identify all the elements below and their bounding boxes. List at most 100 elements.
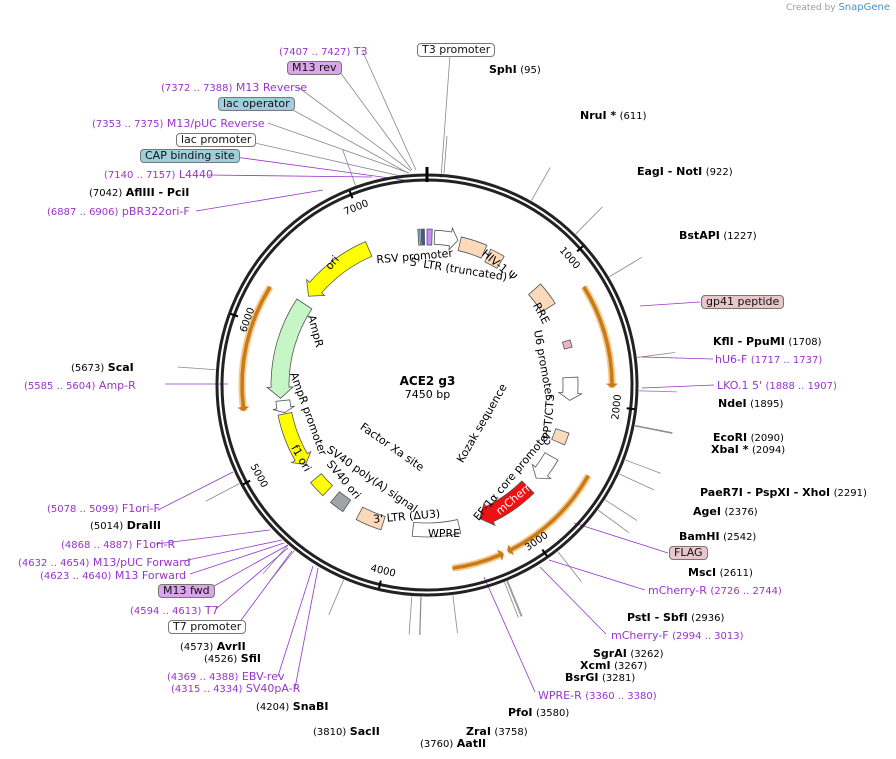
primer-name: Amp-R (98, 379, 136, 392)
enzyme-position: (3760) (420, 739, 454, 750)
enzyme-label[interactable]: (4204) SnaBI (256, 700, 328, 714)
tag-leader (155, 529, 271, 545)
enzyme-position: (3758) (494, 727, 528, 738)
primer-label[interactable]: hU6-F (1717 .. 1737) (715, 353, 822, 367)
enzyme-label[interactable]: MscI (2611) (688, 566, 753, 580)
label-cppt: cPPT/CTS (540, 394, 557, 446)
enzyme-label[interactable]: (3760) AatII (420, 737, 486, 751)
enzyme-name: PaeR7I - PspXI - XhoI (700, 486, 831, 499)
enzyme-label[interactable]: ZraI (3758) (466, 725, 528, 739)
enzyme-label[interactable]: BsrGI (3281) (565, 671, 635, 685)
enzyme-leader (635, 425, 673, 434)
enzyme-name: BstAPI (679, 229, 720, 242)
enzyme-label[interactable]: NdeI (1895) (718, 397, 783, 411)
primer-label[interactable]: (6887 .. 6906) pBR322ori-F (47, 205, 190, 219)
tag-leader (206, 544, 289, 591)
enzyme-label[interactable]: BstAPI (1227) (679, 229, 757, 243)
leader-lines (155, 49, 715, 693)
tag-leader (361, 49, 417, 171)
feature-tag[interactable]: FLAG (669, 546, 708, 560)
tick-2000 (626, 407, 635, 411)
primer-name: F1ori-F (121, 502, 160, 515)
tag-leader (548, 559, 646, 591)
enzyme-label[interactable]: NruI * (611) (580, 109, 647, 123)
enzyme-label[interactable]: PstI - SbfI (2936) (627, 611, 724, 625)
orf-arrow (237, 285, 272, 412)
tag-leader (641, 356, 714, 360)
enzyme-label[interactable]: (4573) AvrII (180, 640, 246, 654)
enzyme-label[interactable]: SphI (95) (489, 63, 541, 77)
enzyme-position: (1895) (750, 399, 784, 410)
enzyme-name: NruI * (580, 109, 617, 122)
enzyme-position: (3580) (536, 708, 570, 719)
primer-label[interactable]: (5585 .. 5604) Amp-R (24, 379, 136, 393)
ltr5-box (457, 236, 488, 259)
enzyme-position: (3262) (630, 649, 664, 660)
hiv-psi-box (484, 248, 505, 269)
primer-position: (4369 .. 4388) (167, 672, 239, 683)
primer-label[interactable]: (7353 .. 7375) M13/pUC Reverse (92, 117, 265, 131)
primer-position: (7372 .. 7388) (161, 83, 233, 94)
sv40-polya-box (329, 491, 352, 513)
label-ampr: AmpR (305, 314, 326, 349)
enzyme-leader (328, 579, 345, 616)
enzyme-name: AgeI (693, 505, 721, 518)
feature-tag[interactable]: M13 fwd (158, 584, 215, 598)
primer-name: M13/pUC Forward (92, 556, 191, 569)
enzyme-label[interactable]: PfoI (3580) (508, 706, 569, 720)
tag-leader (277, 565, 314, 677)
primer-label[interactable]: mCherry-F (2994 .. 3013) (611, 629, 744, 643)
primer-label[interactable]: (4623 .. 4640) M13 Forward (40, 569, 186, 583)
enzyme-label[interactable]: XcmI (3267) (580, 659, 647, 673)
enzyme-label[interactable]: (7042) AflIII - PciI (89, 186, 189, 200)
enzyme-position: (3281) (601, 673, 636, 684)
primer-label[interactable]: (5078 .. 5099) F1ori-F (47, 502, 160, 516)
watermark-prefix: Created by (786, 3, 836, 13)
primer-label[interactable]: (7372 .. 7388) M13 Reverse (161, 81, 307, 95)
feature-tag[interactable]: gp41 peptide (701, 295, 785, 309)
enzyme-label[interactable]: XbaI * (2094) (711, 443, 785, 457)
primer-position: (4594 .. 4613) (130, 606, 202, 617)
enzyme-label[interactable]: EagI - NotI (922) (637, 165, 733, 179)
feature-tag[interactable]: T7 promoter (168, 620, 247, 634)
feature-tag[interactable]: lac operator (218, 97, 295, 111)
enzyme-name: ZraI (466, 725, 491, 738)
enzyme-label[interactable]: (3810) SacII (313, 725, 380, 739)
tag-leader (215, 547, 289, 610)
enzyme-position: (4204) (256, 702, 290, 713)
primer-label[interactable]: mCherry-R (2726 .. 2744) (648, 584, 782, 598)
enzyme-name: SnaBI (292, 700, 329, 713)
gp41-box (561, 339, 573, 350)
primer-label[interactable]: (4632 .. 4654) M13/pUC Forward (18, 556, 191, 570)
feature-tag[interactable]: M13 rev (287, 61, 342, 75)
tick-1000 (576, 245, 584, 253)
enzyme-label[interactable]: (5014) DraIII (90, 519, 161, 533)
enzyme-leader (531, 167, 551, 201)
orf-highlight (580, 285, 616, 388)
snapgene-logo: SnapGene (838, 2, 890, 13)
enzyme-name: SfiI (240, 652, 261, 665)
primer-label[interactable]: (4315 .. 4334) SV40pA-R (171, 682, 300, 696)
enzyme-label[interactable]: SgrAI (3262) (593, 647, 664, 661)
primer-label[interactable]: (4369 .. 4388) EBV-rev (167, 670, 285, 684)
primer-label[interactable]: LKO.1 5' (1888 .. 1907) (717, 379, 837, 393)
feature-tag[interactable]: T3 promoter (417, 43, 496, 57)
primer-label[interactable]: (7407 .. 7427) T3 (279, 45, 368, 59)
primer-label[interactable]: (4868 .. 4887) F1ori-R (61, 538, 175, 552)
enzyme-label[interactable]: AgeI (2376) (693, 505, 758, 519)
primer-label[interactable]: (4594 .. 4613) T7 (130, 604, 219, 618)
primer-name: LKO.1 5' (717, 379, 762, 392)
enzyme-label[interactable]: EcoRI (2090) (713, 431, 784, 445)
primer-name: T7 (204, 604, 219, 617)
feature-tag[interactable]: CAP binding site (140, 149, 240, 163)
primer-label[interactable]: (7140 .. 7157) L4440 (104, 168, 213, 182)
enzyme-label[interactable]: (4526) SfiI (204, 652, 261, 666)
primer-label[interactable]: WPRE-R (3360 .. 3380) (538, 689, 657, 703)
enzyme-label[interactable]: KflI - PpuMI (1708) (713, 335, 822, 349)
enzyme-label[interactable]: PaeR7I - PspXI - XhoI (2291) (700, 486, 867, 500)
enzyme-label[interactable]: BamHI (2542) (679, 530, 756, 544)
enzyme-label[interactable]: (5673) ScaI (71, 361, 134, 375)
tag-leader (235, 550, 293, 628)
enzyme-position: (2542) (723, 532, 757, 543)
feature-tag[interactable]: lac promoter (176, 133, 257, 147)
